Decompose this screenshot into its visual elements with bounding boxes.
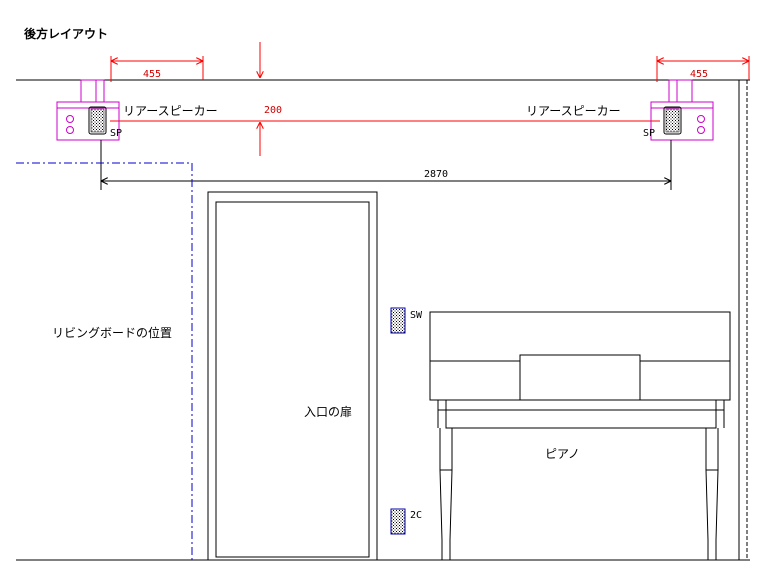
right-offset-dimension: 455: [656, 56, 750, 82]
left-offset-dimension: 455: [110, 56, 204, 82]
entrance-door: [207, 191, 378, 561]
piano: [429, 311, 731, 560]
sw-label: SW: [410, 310, 423, 321]
living-board-label: リビングボードの位置: [52, 325, 172, 340]
speaker-span-dimension: 2870: [101, 169, 671, 181]
rear-speaker-right: [650, 79, 714, 190]
entrance-door-label: 入口の扉: [304, 405, 352, 419]
rear-speaker-right-label: リアースピーカー: [526, 104, 621, 118]
sp-left-label: SP: [110, 128, 122, 139]
rear-speaker-left-label: リアースピーカー: [123, 104, 218, 118]
outlet-panel: [390, 508, 406, 535]
left-offset-label: 455: [143, 69, 161, 80]
page-title: 後方レイアウト: [24, 26, 108, 41]
right-offset-label: 455: [690, 69, 708, 80]
outlet-label: 2C: [410, 510, 422, 521]
switch-panel: [390, 307, 406, 334]
piano-label: ピアノ: [545, 447, 580, 461]
rear-speaker-left: [56, 79, 120, 190]
speaker-span-label: 2870: [424, 169, 448, 180]
living-board-outline: [16, 162, 193, 560]
ceiling-drop-dimension: 200: [110, 42, 660, 156]
ceiling-drop-label: 200: [264, 105, 282, 116]
sp-right-label: SP: [643, 128, 655, 139]
